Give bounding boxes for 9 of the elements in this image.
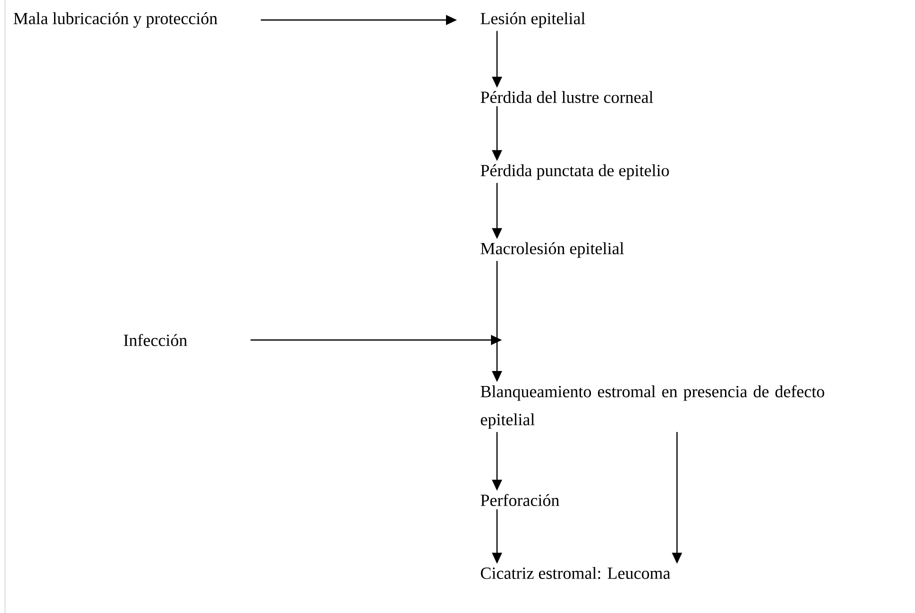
flow-step-text: Lesión epitelial bbox=[480, 12, 586, 28]
flow-step-text: Blanqueamiento estromal en presencia de defecto epitelial bbox=[480, 385, 824, 429]
flow-step-text: Infección bbox=[124, 334, 188, 346]
flow-step-text: Pérdida del lustre corneal bbox=[480, 91, 654, 103]
flow-step-text: Mala lubricación y protección bbox=[14, 12, 218, 28]
flow-step-text: Macrolesión epitelial bbox=[480, 242, 624, 258]
flow-step-text: Pérdida punctata de epitelio bbox=[480, 164, 669, 180]
flow-step-text: Perforación bbox=[480, 494, 560, 506]
flow-step-text: Cicatriz estromal: Leucoma bbox=[480, 567, 670, 580]
